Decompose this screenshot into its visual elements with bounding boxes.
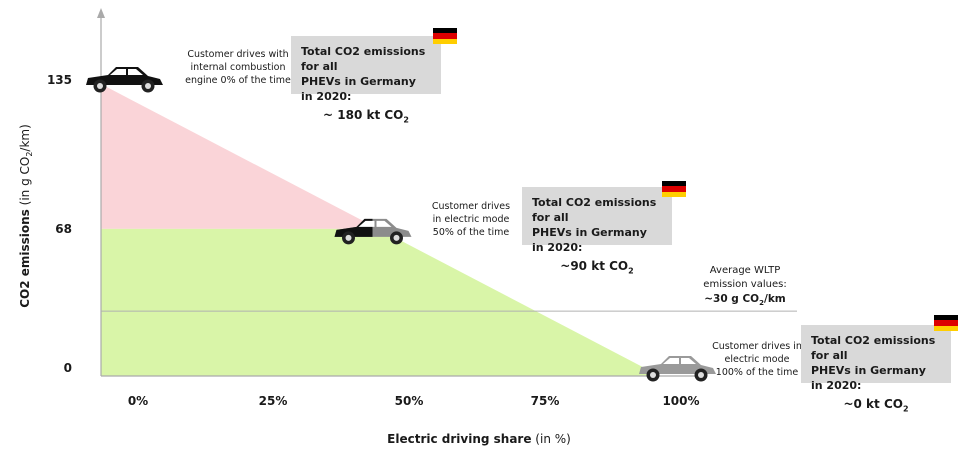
- x-axis-label: Electric driving share (in %): [387, 432, 571, 446]
- y-tick-68: 68: [55, 222, 72, 236]
- germany-flag-icon: [433, 28, 457, 44]
- x-tick-0: 0%: [127, 394, 149, 408]
- emissions-box-180: Total CO2 emissions for all PHEVs in Ger…: [291, 36, 441, 124]
- germany-flag-icon: [934, 315, 958, 331]
- lower-emission-area: [101, 228, 660, 376]
- emissions-box-0: Total CO2 emissions for all PHEVs in Ger…: [801, 325, 951, 413]
- car-electric-icon: [639, 356, 716, 382]
- y-axis-label: CO2 emissions (in g CO2/km): [17, 124, 35, 308]
- y-tick-135: 135: [46, 73, 72, 87]
- germany-flag-icon: [662, 181, 686, 197]
- y-tick-0: 0: [63, 361, 72, 375]
- x-tick-100: 100%: [662, 394, 700, 408]
- emissions-box-90: Total CO2 emissions for all PHEVs in Ger…: [522, 187, 672, 275]
- car-hybrid-icon: [334, 218, 412, 245]
- car-combustion-icon: [86, 67, 163, 93]
- x-tick-25: 25%: [258, 394, 288, 408]
- y-axis-arrow-icon: [97, 8, 105, 18]
- x-tick-50: 50%: [394, 394, 424, 408]
- x-tick-75: 75%: [530, 394, 560, 408]
- wltp-annotation: Average WLTP emission values: ~30 g CO2/…: [703, 265, 787, 307]
- upper-emission-area: [101, 84, 379, 229]
